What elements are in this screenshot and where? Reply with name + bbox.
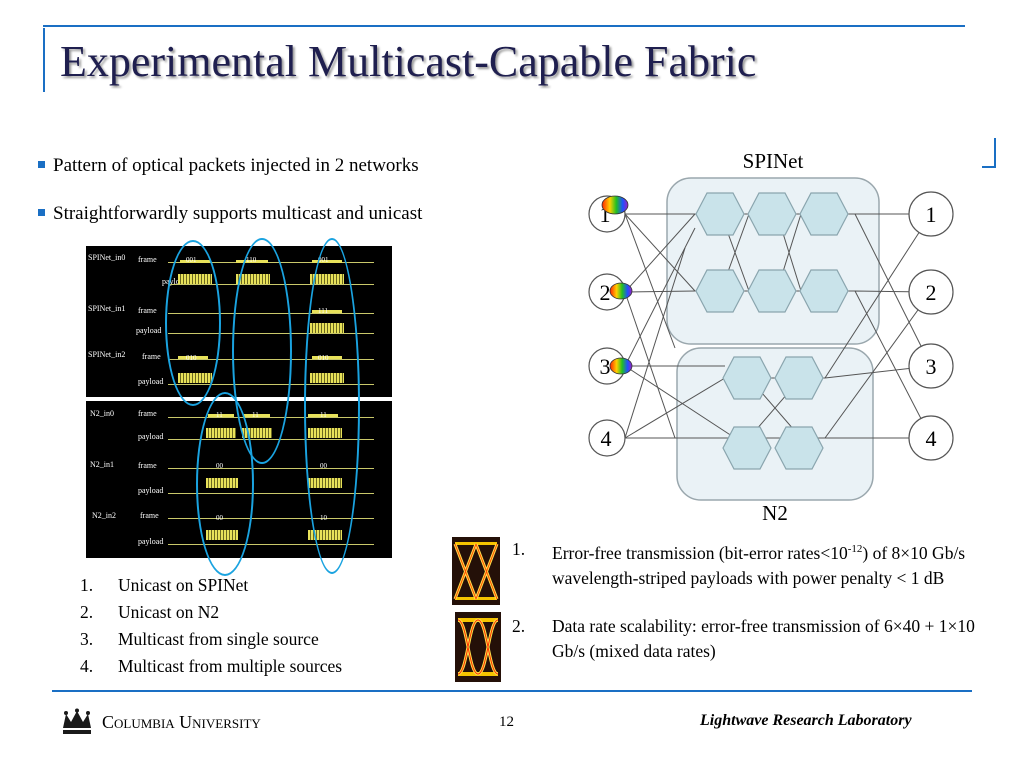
trace-payload-label: payload [138,432,164,441]
trace-name: SPINet_in0 [88,253,126,262]
footer-rule [52,690,972,692]
trace-frame-label: frame [138,306,157,315]
page-number: 12 [499,714,514,730]
wavelength-packet-icon [609,357,633,375]
switch-node [695,192,745,236]
crown-icon [63,708,91,734]
trace-baseline [168,468,374,469]
trace-name: N2_in2 [92,511,116,520]
top-rule [43,25,965,27]
n2-region [676,347,874,501]
trace-payload-label: payload [138,537,164,546]
trace-frame-label: frame [138,255,157,264]
university-name: Columbia University [102,711,261,732]
lab-name: Lightwave Research Laboratory [700,712,912,729]
input-port-label: 4 [601,426,612,451]
output-port [908,343,954,389]
n2-label: N2 [762,501,788,525]
highlight-ellipse-multicast-single [232,238,292,464]
switch-node [747,269,797,313]
trace-payload-label: payload [138,377,164,386]
eye-diagram-image [455,612,501,682]
trace-baseline [168,493,374,494]
spinet-label: SPINet [743,149,804,173]
highlight-ellipse-multicast-multiple [304,238,360,574]
output-port-label: 4 [926,426,937,451]
output-port [908,191,954,237]
left-bracket [43,28,45,92]
trace-frame-label: frame [142,352,161,361]
bullet-1: Pattern of optical packets injected in 2… [38,155,419,177]
trace-payload-label: payload [136,326,162,335]
output-port [908,415,954,461]
wavelength-packet-icon [609,282,633,300]
switch-node [774,356,824,400]
output-port [908,269,954,315]
list-item: 1. Error-free transmission (bit-error ra… [512,539,966,588]
bullet-2: Straightforwardly supports multicast and… [38,203,422,225]
input-port-label: 2 [600,280,611,305]
switch-node [799,269,849,313]
trace-payload-label: payload [138,486,164,495]
input-port-label: 1 [600,202,611,227]
bullet-2-text: Straightforwardly supports multicast and… [53,203,423,224]
eye-diagram-image [452,537,500,605]
switch-node [695,269,745,313]
spinet-n2-diagram: SPINet N2 1 2 3 4 1 [588,149,954,525]
university-logo: Columbia University [60,708,261,736]
switch-node [722,356,772,400]
trace-frame-label: frame [138,409,157,418]
list-item: 4.Multicast from multiple sources [80,656,343,676]
switch-node [774,426,824,470]
list-item: 2. Data rate scalability: error-free tra… [512,616,975,661]
bullet-marker [38,209,45,217]
output-port-label: 3 [926,354,937,379]
bullet-marker [38,161,45,169]
list-item: 3.Multicast from single source [80,629,319,649]
input-port-label: 3 [600,354,611,379]
highlight-ellipse-unicast-spinet [165,240,221,406]
trace-name: N2_in0 [90,409,114,418]
switch-node [722,426,772,470]
trace-name: SPINet_in2 [88,350,126,359]
slide-title: Experimental Multicast-Capable Fabric [60,37,757,86]
output-port-label: 1 [926,202,937,227]
highlight-ellipse-unicast-n2 [196,392,254,576]
trace-name: N2_in1 [90,460,114,469]
trace-frame-label: frame [138,461,157,470]
trace-frame-label: frame [140,511,159,520]
switch-node [799,192,849,236]
output-port-label: 2 [926,280,937,305]
wavelength-packet-icon [601,195,629,215]
bullet-1-text: Pattern of optical packets injected in 2… [53,155,419,176]
trace-baseline [168,518,374,519]
trace-baseline [168,544,374,545]
input-port [588,419,626,457]
trace-name: SPINet_in1 [88,304,126,313]
switch-node [747,192,797,236]
list-item: 2.Unicast on N2 [80,602,220,622]
right-bracket [982,138,996,168]
results-list: 1. Error-free transmission (bit-error ra… [512,537,982,666]
experiment-list: 1.Unicast on SPINet 2.Unicast on N2 3.Mu… [80,572,342,680]
list-item: 1.Unicast on SPINet [80,575,249,595]
